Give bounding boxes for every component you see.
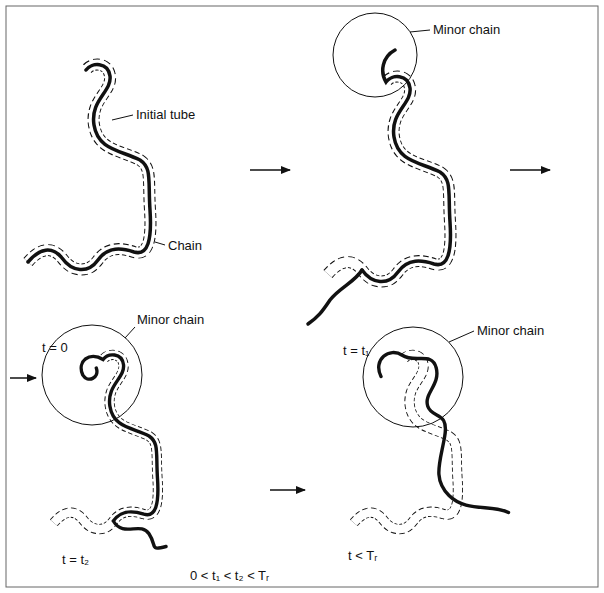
label-text: Initial tube: [136, 107, 195, 122]
panel-t2: [54, 355, 166, 548]
panel-t0: [28, 65, 165, 270]
panel-t1: [308, 50, 450, 324]
panel-tr: [354, 353, 509, 530]
time-label: t = 0: [42, 340, 68, 355]
time-label: t = t₂: [62, 552, 89, 567]
label-text: Minor chain: [137, 312, 204, 327]
condition-label: 0 < t₁ < t₂ < Tᵣ: [190, 568, 269, 583]
label-text: Chain: [168, 238, 202, 253]
label-text: Minor chain: [433, 22, 500, 37]
frame: [6, 6, 598, 587]
time-label: t = t₁: [343, 343, 369, 358]
time-label: t < Tᵣ: [348, 548, 377, 563]
label-text: Minor chain: [477, 323, 544, 338]
